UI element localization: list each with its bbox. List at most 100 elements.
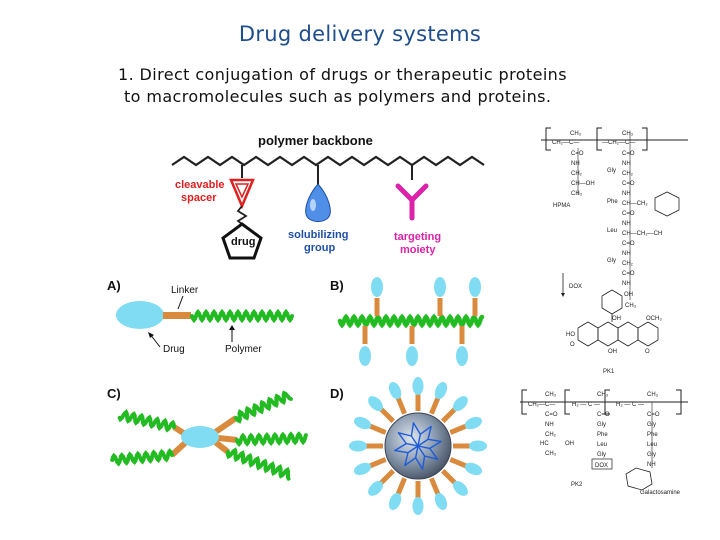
svg-text:CH₂: CH₂: [571, 171, 583, 177]
dendrimer-twig: [397, 432, 407, 445]
svg-text:C=O: C=O: [622, 181, 635, 187]
drug-pointer-head: [148, 332, 154, 338]
targeting-y-shape: [395, 183, 429, 221]
dendrimer-twig: [429, 440, 442, 449]
cleavable-spacer-inner: [234, 183, 250, 199]
solubilizing-label-1: solubilizing: [288, 229, 349, 241]
svg-text:NH: NH: [622, 281, 631, 287]
svg-text:C=O: C=O: [571, 151, 584, 157]
svg-text:CH₃: CH₃: [625, 303, 637, 309]
linker-pointer: [177, 295, 184, 310]
svg-text:CH—OH: CH—OH: [571, 181, 595, 187]
svg-text:NH: NH: [622, 251, 631, 257]
svg-text:NH: NH: [571, 161, 580, 167]
svg-text:OH: OH: [624, 292, 633, 298]
panel-d-drug: [388, 381, 402, 400]
svg-text:C=O: C=O: [597, 412, 610, 418]
svg-text:C=O: C=O: [545, 412, 558, 418]
dendrimer-twig: [410, 422, 415, 437]
panel-b-drug: [359, 346, 371, 366]
dendrimer-twig: [394, 443, 407, 452]
svg-text:CH—CH₂: CH—CH₂: [622, 201, 648, 207]
panel-b-label: B): [330, 278, 344, 293]
polymer-pointer-head: [229, 325, 235, 330]
svg-text:Gly: Gly: [607, 258, 616, 264]
polymer-backbone-zigzag: [171, 155, 485, 167]
svg-text:CH₃: CH₃: [545, 451, 557, 457]
svg-text:OH: OH: [612, 316, 621, 322]
panel-d: [349, 377, 487, 515]
cleavable-label-2: spacer: [181, 192, 217, 204]
panel-d-drug: [412, 377, 424, 395]
panel-b-drug: [469, 277, 481, 297]
panel-b-drug: [434, 277, 446, 297]
panel-a-drug: [116, 301, 164, 329]
drug-pentagon: [221, 222, 263, 260]
panel-d-drug: [434, 381, 448, 400]
svg-text:Gly: Gly: [597, 452, 606, 458]
svg-text:OH: OH: [565, 441, 574, 447]
pk1-label: PK1: [603, 369, 615, 375]
panel-d-linker: [379, 468, 396, 485]
panel-d-drug: [464, 462, 483, 476]
polymer-pointer-label: Polymer: [225, 344, 262, 355]
galactose-ring: [625, 467, 653, 491]
svg-text:Phe: Phe: [607, 199, 618, 205]
panel-a-polymer-chain: [190, 308, 294, 324]
solubilizing-drop: [305, 183, 331, 222]
panel-c-label: C): [107, 386, 121, 401]
dendrimer-twig: [412, 422, 421, 435]
svg-text:Phe: Phe: [647, 432, 658, 438]
svg-text:Gly: Gly: [607, 168, 616, 174]
linker-label: Linker: [171, 285, 199, 296]
svg-text:C=O: C=O: [622, 151, 635, 157]
panel-d-drug: [412, 497, 424, 515]
svg-text:Gly: Gly: [597, 422, 606, 428]
svg-text:CH₂: CH₂: [545, 432, 557, 438]
dendrimer-branch: [414, 445, 419, 458]
svg-text:NH: NH: [622, 161, 631, 167]
panel-d-linker: [449, 423, 467, 435]
point-1-line-1: 1. Direct conjugation of drugs or therap…: [118, 65, 567, 84]
panel-d-linker: [429, 397, 441, 415]
dendrimer-twig: [419, 425, 432, 435]
spacer-linker-zigzag: [236, 205, 248, 225]
panel-d-linker: [440, 468, 457, 485]
panel-d-drug: [368, 396, 384, 412]
polymer-backbone-diagram: polymer backbone drug cleavable spacer s…: [171, 133, 485, 260]
dendrimer-branch: [417, 445, 430, 450]
svg-text:H₂ — C —: H₂ — C —: [572, 402, 600, 408]
panel-d-label: D): [330, 386, 344, 401]
dendrimer-twig: [404, 452, 409, 467]
panel-b-linker: [437, 298, 443, 316]
drug-label: drug: [231, 236, 255, 248]
dendrimer-branch: [406, 442, 419, 447]
slide-title: Drug delivery systems: [238, 22, 482, 46]
panel-b-pendants: [359, 277, 481, 366]
panel-b: [337, 277, 485, 366]
panel-c-arms: [110, 390, 308, 481]
solubilizing-label-2: group: [304, 242, 335, 254]
svg-text:—CH₂—C—: —CH₂—C—: [602, 140, 635, 146]
dendrimer-twig: [415, 457, 424, 470]
svg-text:CH₃: CH₃: [622, 131, 634, 137]
panel-c-polymer-arm: [226, 447, 291, 481]
svg-text:OCH₃: OCH₃: [646, 316, 662, 322]
svg-text:CH—CH₂—CH: CH—CH₂—CH: [622, 231, 662, 237]
dendrimer-branch: [417, 434, 422, 447]
panel-d-drug: [434, 492, 448, 511]
dendrimer-twig: [424, 455, 439, 460]
bracket-1: [545, 127, 551, 151]
svg-text:C=O: C=O: [647, 412, 660, 418]
panel-c-core-drug: [181, 426, 219, 448]
panel-b-polymer: [337, 313, 485, 329]
panel-d-linker: [379, 407, 396, 424]
panel-d-drug: [353, 462, 372, 476]
svg-text:Leu: Leu: [597, 442, 607, 448]
panel-b-linker: [409, 326, 415, 344]
cleavable-spacer-triangle: [229, 178, 255, 210]
hpma-label: HPMA: [553, 203, 570, 209]
svg-text:Gly: Gly: [647, 452, 656, 458]
panel-b-linker: [374, 298, 380, 316]
panel-d-dendrimer-lines: [394, 422, 442, 470]
